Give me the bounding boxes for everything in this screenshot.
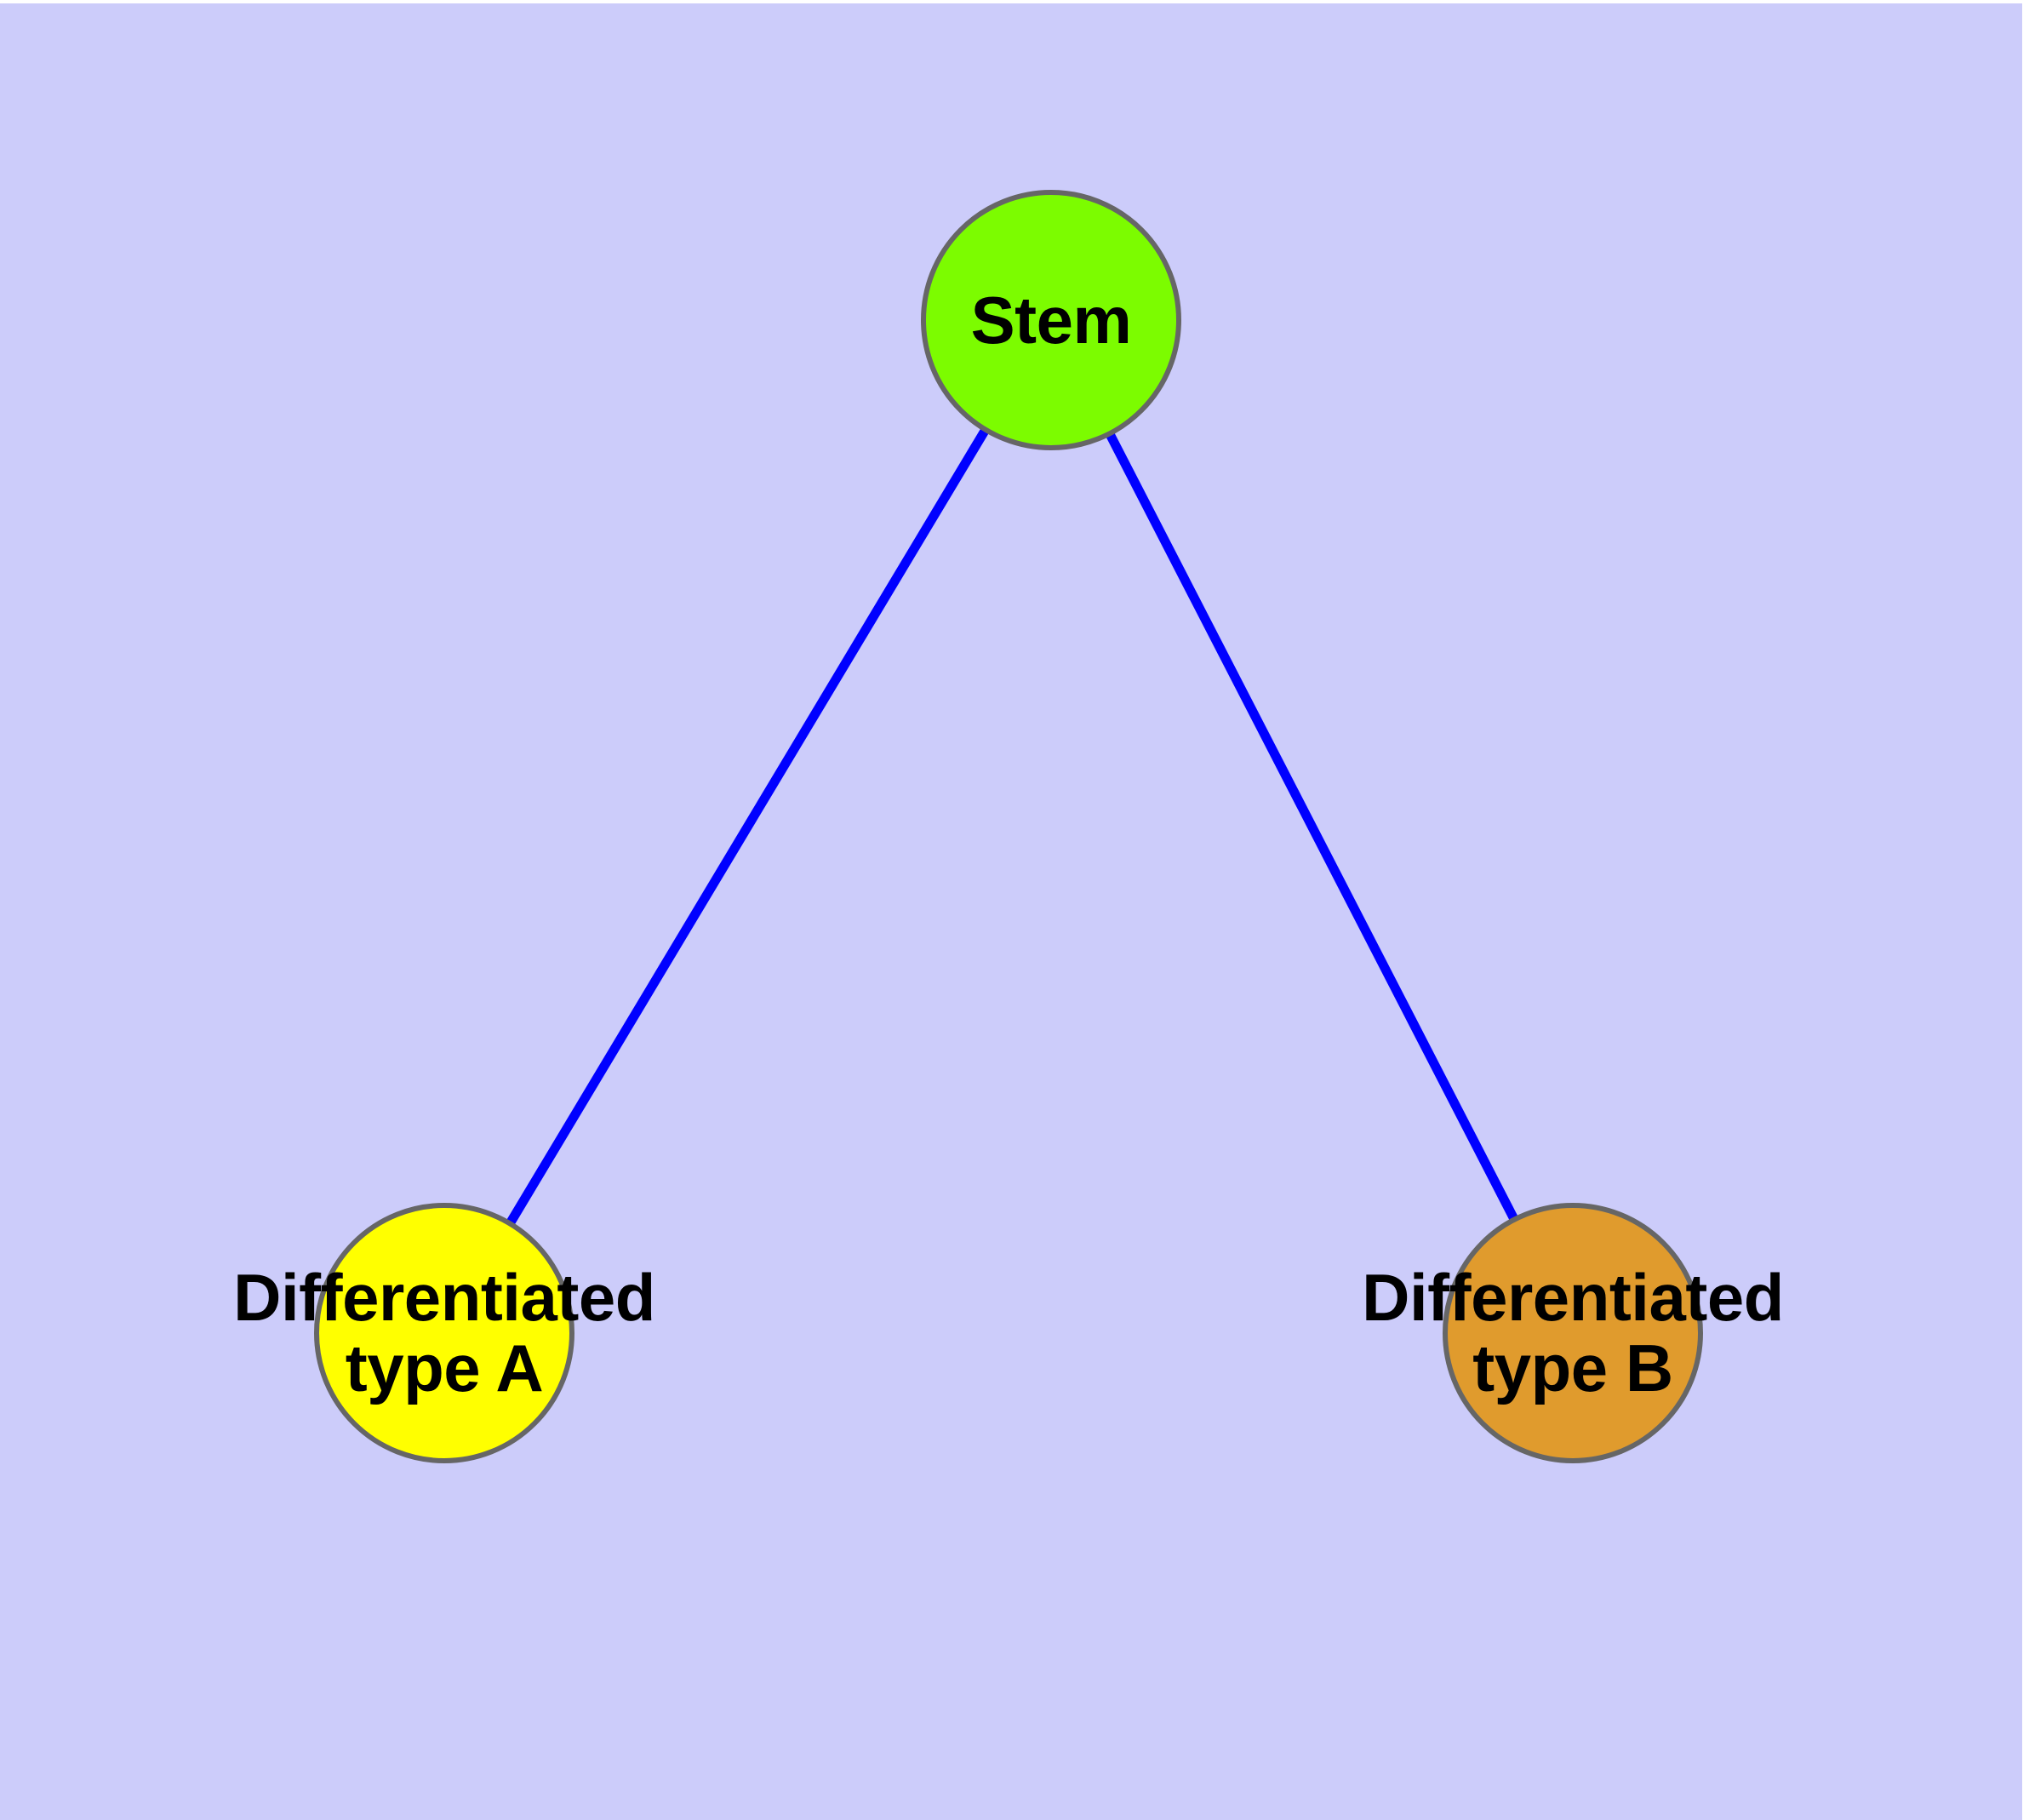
edge-stem-to-differentiated-type-b[interactable] xyxy=(1103,428,1521,1225)
edge-layer xyxy=(504,424,1521,1229)
diagram-plot-area: Stem Differentiated type A Differentiate… xyxy=(0,3,2022,1820)
network-graph xyxy=(314,190,1703,1463)
node-differentiated-type-b[interactable] xyxy=(1443,1203,1703,1463)
node-layer xyxy=(314,190,1703,1463)
node-differentiated-type-a[interactable] xyxy=(314,1203,574,1463)
edge-stem-to-differentiated-type-a[interactable] xyxy=(504,424,992,1229)
node-stem[interactable] xyxy=(921,190,1181,450)
